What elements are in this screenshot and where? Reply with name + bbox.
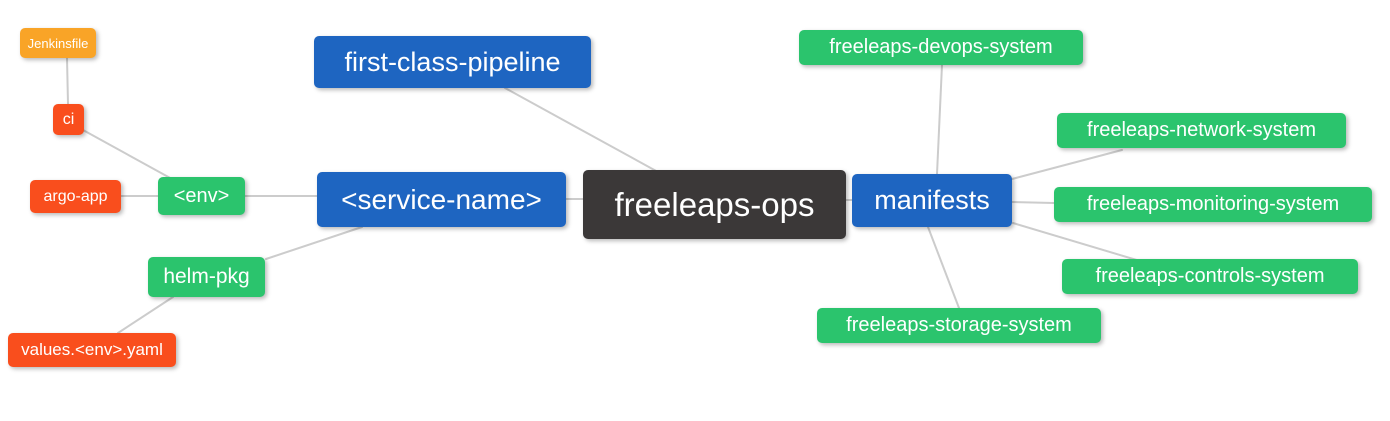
edge-manifests-monitoring (1011, 201, 1055, 204)
node-freeleaps-storage-system[interactable]: freeleaps-storage-system (817, 308, 1101, 343)
edge-manifests-devops (936, 64, 943, 175)
edge-helm-pkg-service-name (265, 226, 363, 260)
edge-manifests-storage (927, 226, 960, 309)
edge-values-helm-pkg (117, 296, 174, 334)
edge-manifests-controls (1012, 222, 1141, 262)
node-manifests[interactable]: manifests (852, 174, 1012, 227)
node-helm-pkg[interactable]: helm-pkg (148, 257, 265, 297)
node-freeleaps-monitoring-system[interactable]: freeleaps-monitoring-system (1054, 187, 1372, 222)
edge-pipeline-root (504, 87, 659, 173)
node-service-name[interactable]: <service-name> (317, 172, 566, 227)
node-values-env-yaml[interactable]: values.<env>.yaml (8, 333, 176, 367)
node-env[interactable]: <env> (158, 177, 245, 215)
node-freeleaps-ops-root[interactable]: freeleaps-ops (583, 170, 846, 239)
node-freeleaps-controls-system[interactable]: freeleaps-controls-system (1062, 259, 1358, 294)
node-freeleaps-devops-system[interactable]: freeleaps-devops-system (799, 30, 1083, 65)
node-jenkinsfile[interactable]: Jenkinsfile (20, 28, 96, 58)
node-ci[interactable]: ci (53, 104, 84, 135)
edge-jenkinsfile-ci (66, 57, 69, 105)
node-freeleaps-network-system[interactable]: freeleaps-network-system (1057, 113, 1346, 148)
node-first-class-pipeline[interactable]: first-class-pipeline (314, 36, 591, 88)
edge-ci-env (82, 129, 173, 180)
node-argo-app[interactable]: argo-app (30, 180, 121, 213)
edge-manifests-network (1011, 149, 1123, 180)
